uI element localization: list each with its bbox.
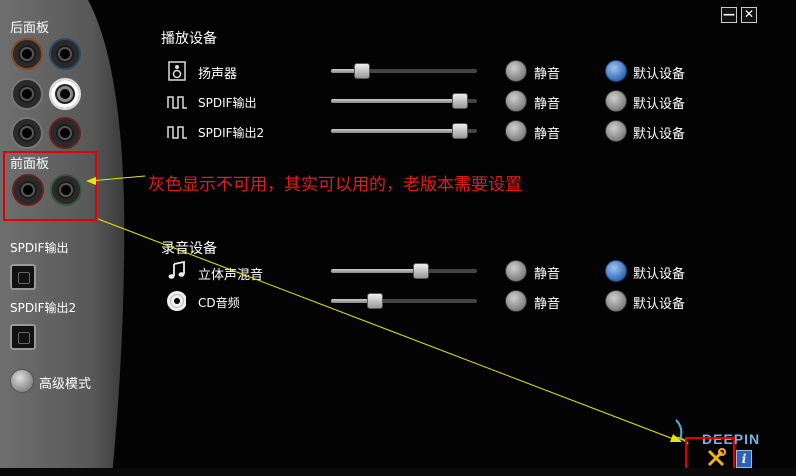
front-jack-headphone[interactable] — [50, 174, 82, 206]
default-radio-cd-audio[interactable] — [605, 290, 627, 312]
settings-tools-icon[interactable] — [706, 448, 726, 468]
default-radio-spdif-out2[interactable] — [605, 120, 627, 142]
spdif-out-label: SPDIF输出 — [10, 241, 69, 255]
volume-slider-spdif-out2[interactable] — [331, 123, 477, 139]
recording-group-title: 录音设备 — [161, 241, 217, 257]
volume-slider-cd-audio[interactable] — [331, 293, 477, 309]
spdif-wave-icon — [167, 92, 187, 112]
mute-radio-spdif-out2[interactable] — [505, 120, 527, 142]
slider-thumb[interactable] — [354, 63, 370, 79]
front-panel-highlight — [3, 151, 97, 221]
info-icon[interactable]: i — [736, 450, 752, 468]
default-label: 默认设备 — [633, 97, 686, 112]
slider-fill — [331, 69, 362, 73]
slider-fill — [331, 269, 421, 273]
mute-label: 静音 — [534, 97, 561, 112]
device-label-speaker: 扬声器 — [198, 67, 238, 82]
rear-jack-orange[interactable] — [11, 38, 43, 70]
mute-label: 静音 — [534, 267, 561, 282]
slider-thumb[interactable] — [367, 293, 383, 309]
default-radio-stereo-mix[interactable] — [605, 260, 627, 282]
front-panel-label: 前面板 — [10, 157, 50, 172]
status-strip — [0, 468, 796, 476]
panel-background — [0, 0, 125, 476]
advanced-mode-label: 高级模式 — [39, 377, 92, 392]
playback-group-title: 播放设备 — [161, 31, 217, 47]
rear-jack-active[interactable] — [49, 78, 81, 110]
default-label: 默认设备 — [633, 297, 686, 312]
rear-jack-blue[interactable] — [49, 38, 81, 70]
volume-slider-stereo-mix[interactable] — [331, 263, 477, 279]
slider-thumb[interactable] — [452, 93, 468, 109]
volume-slider-speaker[interactable] — [331, 63, 477, 79]
mute-radio-cd-audio[interactable] — [505, 290, 527, 312]
close-button[interactable]: ✕ — [741, 7, 757, 23]
default-radio-speaker[interactable] — [605, 60, 627, 82]
volume-slider-spdif-out[interactable] — [331, 93, 477, 109]
slider-fill — [331, 99, 460, 103]
spdif-out-port-icon[interactable] — [10, 264, 36, 290]
mute-label: 静音 — [534, 127, 561, 142]
rear-jack-grey[interactable] — [11, 117, 43, 149]
default-label: 默认设备 — [633, 267, 686, 282]
rear-jack-red[interactable] — [49, 117, 81, 149]
minimize-button[interactable]: — — [721, 7, 737, 23]
device-label-spdif-out: SPDIF输出 — [198, 96, 257, 110]
mute-radio-stereo-mix[interactable] — [505, 260, 527, 282]
cd-icon — [166, 291, 186, 311]
mute-label: 静音 — [534, 297, 561, 312]
front-jack-mic[interactable] — [12, 174, 44, 206]
spdif-out2-label: SPDIF输出2 — [10, 301, 77, 315]
advanced-mode-radio[interactable] — [10, 369, 34, 393]
annotation-text: 灰色显示不可用，其实可以用的，老版本需要设置 — [148, 175, 522, 195]
device-label-stereo-mix: 立体声混音 — [198, 268, 264, 283]
mute-radio-speaker[interactable] — [505, 60, 527, 82]
spdif-out2-port-icon[interactable] — [10, 324, 36, 350]
slider-thumb[interactable] — [413, 263, 429, 279]
speaker-icon — [167, 61, 187, 81]
rear-panel-label: 后面板 — [10, 21, 50, 36]
slider-thumb[interactable] — [452, 123, 468, 139]
default-radio-spdif-out[interactable] — [605, 90, 627, 112]
spdif-wave-icon — [167, 122, 187, 142]
device-label-cd-audio: CD音频 — [198, 296, 240, 310]
deepin-brand-text: DEEPIN — [702, 431, 761, 447]
mute-label: 静音 — [534, 67, 561, 82]
device-label-spdif-out2: SPDIF输出2 — [198, 126, 265, 140]
default-label: 默认设备 — [633, 127, 686, 142]
music-note-icon — [167, 261, 187, 281]
mute-radio-spdif-out[interactable] — [505, 90, 527, 112]
slider-fill — [331, 129, 460, 133]
default-label: 默认设备 — [633, 67, 686, 82]
jack-panel: 后面板 前面板 SPDIF输出 SPDIF输出2 高级模式 — [0, 0, 130, 476]
rear-jack-black[interactable] — [11, 78, 43, 110]
